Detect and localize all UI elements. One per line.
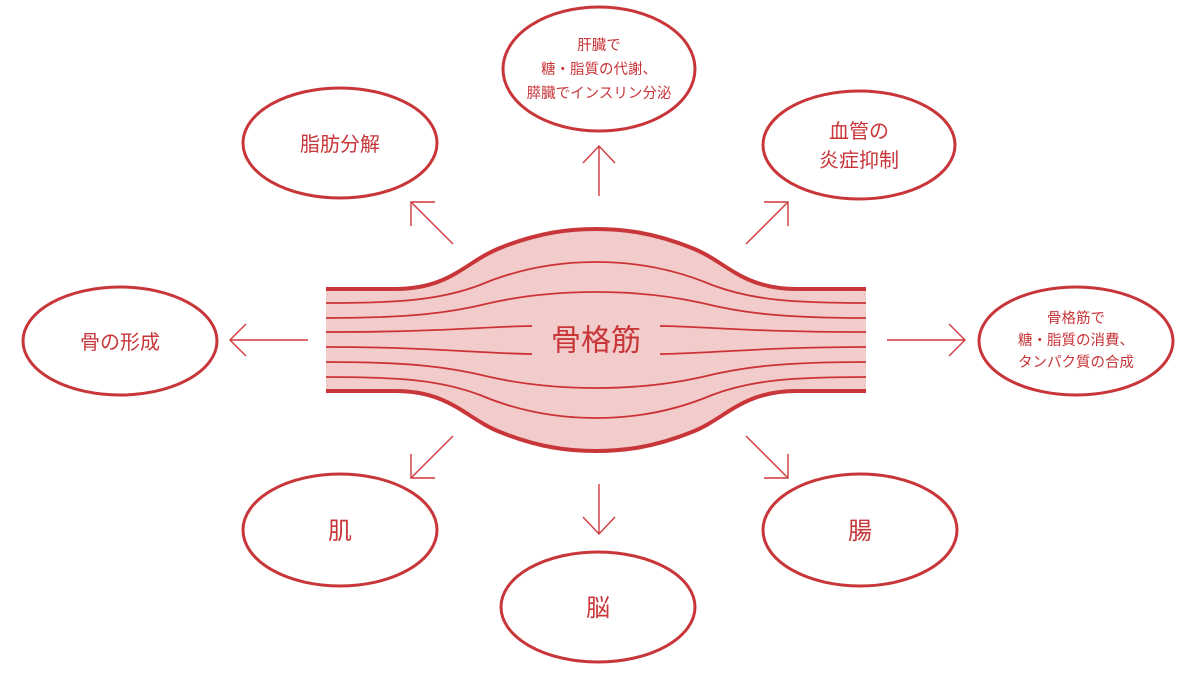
fiber-line [659, 325, 867, 333]
node-ellipse [241, 86, 439, 200]
node-ellipse [241, 472, 439, 588]
fiber-line [325, 361, 867, 389]
node-skeletal-muscle: 骨格筋で 糖・脂質の消費、 タンパク質の合成 [977, 285, 1175, 397]
node-ellipse [21, 285, 219, 397]
node-line: 骨格筋で [1047, 310, 1105, 327]
node-intestine: 腸 [761, 472, 959, 588]
node-lipolysis: 脂肪分解 [241, 86, 439, 200]
arrow-down-right-icon [745, 435, 789, 479]
fiber-line [659, 346, 867, 355]
node-line: 血管の [829, 119, 889, 143]
node-brain: 脳 [499, 550, 697, 664]
node-line: 肌 [328, 517, 352, 545]
arrow-left-icon [229, 323, 308, 357]
arrow-down-left-icon [410, 435, 454, 479]
muscle-outline-bottom [326, 389, 866, 454]
node-line: 糖・脂質の消費、 [1018, 331, 1134, 349]
arrow-up-icon [582, 144, 616, 196]
node-bone: 骨の形成 [21, 285, 219, 397]
fiber-line [325, 376, 867, 419]
node-line: 炎症抑制 [819, 148, 899, 172]
node-line: 脂肪分解 [300, 132, 380, 156]
node-skin: 肌 [241, 472, 439, 588]
arrow-up-right-icon [745, 201, 789, 245]
node-line: 脳 [586, 594, 610, 622]
arrow-down-icon [582, 484, 616, 536]
center-label: 骨格筋 [551, 324, 641, 359]
fiber-line [325, 261, 867, 304]
node-vascular: 血管の 炎症抑制 [761, 89, 957, 201]
fiber-line [325, 346, 533, 355]
node-line: 腸 [848, 517, 872, 545]
muscle-fill [326, 229, 866, 451]
node-liver-pancreas: 肝臓で 糖・脂質の代謝、 膵臓でインスリン分泌 [501, 5, 697, 133]
node-ellipse [501, 5, 697, 133]
arrow-right-icon [887, 323, 966, 357]
node-ellipse [977, 285, 1175, 397]
fiber-line [325, 325, 533, 333]
node-ellipse [499, 550, 697, 664]
muscle-fibers [325, 261, 867, 419]
node-line: 肝臓で [577, 37, 621, 54]
node-line: 糖・脂質の代謝、 [541, 60, 657, 78]
node-ellipse [761, 472, 959, 588]
arrow-up-left-icon [410, 201, 454, 245]
skeletal-muscle-body: 骨格筋 [325, 226, 867, 454]
node-line: 骨の形成 [80, 330, 160, 354]
node-line: タンパク質の合成 [1018, 353, 1134, 371]
node-line: 膵臓でインスリン分泌 [527, 85, 672, 102]
fiber-line [325, 291, 867, 319]
muscle-outline-top [326, 226, 866, 291]
node-ellipse [761, 89, 957, 201]
arrows [229, 144, 966, 536]
